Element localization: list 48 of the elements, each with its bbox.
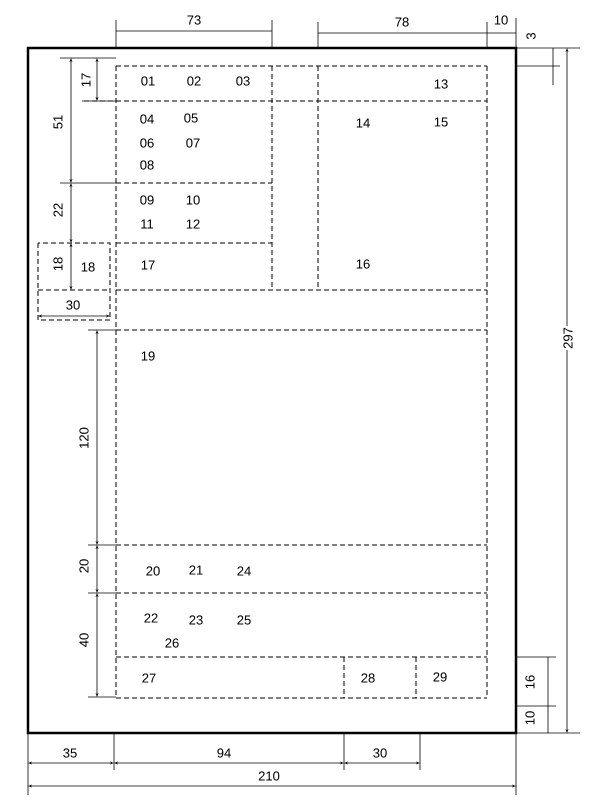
- field-number: 24: [237, 566, 251, 576]
- field-number: 21: [189, 565, 203, 575]
- dimension-label: 120: [78, 426, 90, 450]
- field-number: 02: [187, 76, 201, 86]
- field-number: 13: [434, 79, 448, 89]
- field-number: 27: [142, 673, 156, 683]
- dimension-label: 17: [80, 72, 92, 88]
- dimension-label: 22: [52, 202, 64, 218]
- field-number: 05: [184, 113, 198, 123]
- field-number: 01: [141, 76, 155, 86]
- dimension-label: 210: [258, 771, 280, 781]
- field-number: 20: [146, 566, 160, 576]
- field-number: 17: [142, 260, 155, 270]
- dimension-label: 40: [78, 632, 90, 648]
- field-number: 07: [186, 138, 200, 148]
- dimension-label: 10: [524, 710, 536, 726]
- dimension-label: 30: [373, 748, 387, 758]
- field-number: 29: [433, 672, 447, 682]
- field-number: 28: [361, 673, 375, 683]
- field-number: 04: [140, 114, 154, 124]
- dimension-label: 51: [52, 114, 64, 130]
- field-number: 06: [140, 138, 154, 148]
- field-number: 22: [144, 613, 158, 623]
- field-number: 12: [186, 219, 200, 229]
- dimension-label: 78: [395, 17, 409, 27]
- dimension-label: 10: [494, 15, 508, 25]
- dimension-label: 297: [562, 326, 574, 350]
- field-number: 10: [186, 195, 200, 205]
- field-number: 08: [140, 160, 154, 170]
- dimension-label: 35: [63, 748, 77, 758]
- field-number: 14: [356, 118, 370, 128]
- dimension-label: 20: [78, 558, 90, 574]
- dimension-label: 18: [52, 256, 64, 272]
- field-number: 18: [82, 262, 95, 272]
- field-number: 16: [356, 259, 370, 269]
- dimension-label: 16: [524, 674, 536, 690]
- dimension-label: 30: [66, 300, 80, 310]
- field-number: 23: [189, 615, 203, 625]
- field-number: 15: [434, 117, 448, 127]
- dimension-label: 3: [525, 31, 537, 41]
- field-number: 26: [165, 638, 179, 648]
- field-number: 25: [237, 615, 251, 625]
- field-number: 03: [236, 76, 250, 86]
- dimension-label: 73: [187, 15, 201, 25]
- field-number: 19: [142, 351, 155, 361]
- field-number: 11: [141, 220, 154, 228]
- field-number: 09: [140, 195, 154, 205]
- dimension-label: 94: [217, 748, 231, 758]
